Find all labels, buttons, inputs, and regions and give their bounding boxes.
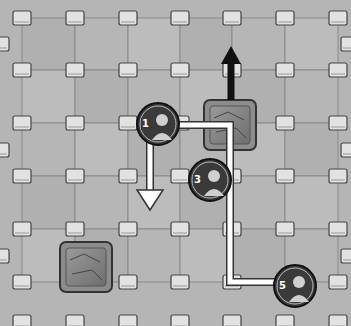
floor-tile (128, 229, 180, 282)
black-move-arrow (221, 46, 241, 100)
grid-peg (119, 63, 137, 77)
grid-peg (119, 11, 137, 25)
grid-peg (13, 169, 31, 183)
grid-peg (66, 63, 84, 77)
player-token: 3 (188, 158, 232, 202)
grid-peg (329, 169, 347, 183)
grid-peg (13, 11, 31, 25)
grid-peg (66, 11, 84, 25)
grid-peg (276, 63, 294, 77)
floor-tile (75, 70, 128, 123)
grid-peg (119, 116, 137, 130)
grid-pegs (0, 11, 351, 326)
grid-peg (13, 222, 31, 236)
grid-peg (119, 315, 137, 326)
floor-tile (22, 176, 75, 229)
grid-peg (119, 222, 137, 236)
floor-tile (285, 176, 338, 229)
floor-tile (22, 123, 75, 176)
floor-tile (75, 123, 128, 176)
grid-peg (171, 169, 189, 183)
grid-peg (341, 37, 351, 51)
grid-peg (0, 37, 9, 51)
floor-tile (285, 70, 338, 123)
grid-peg (0, 249, 9, 263)
token-number: 1 (141, 118, 150, 130)
grid-peg (329, 275, 347, 289)
grid-peg (171, 315, 189, 326)
grid-peg (119, 275, 137, 289)
floor-tile (128, 18, 180, 70)
grid-peg (223, 11, 241, 25)
grid-peg (66, 222, 84, 236)
grid-peg (13, 315, 31, 326)
player-token: 5 (273, 264, 317, 308)
player-token: 1 (136, 102, 180, 146)
stone-block (60, 242, 112, 292)
floor-tile (180, 229, 232, 282)
grid-peg (66, 116, 84, 130)
grid-peg (171, 222, 189, 236)
grid-peg (276, 116, 294, 130)
grid-peg (329, 11, 347, 25)
token-number: 5 (278, 280, 287, 292)
grid-peg (66, 315, 84, 326)
grid-peg (13, 116, 31, 130)
grid-peg (171, 275, 189, 289)
token-number: 3 (193, 174, 202, 186)
grid-peg (171, 63, 189, 77)
floor-tile (75, 18, 128, 70)
grid-peg (329, 63, 347, 77)
grid-peg (276, 315, 294, 326)
floor-tile (285, 18, 338, 70)
grid-peg (329, 116, 347, 130)
grid-peg (119, 169, 137, 183)
grid-peg (0, 143, 9, 157)
grid-peg (341, 143, 351, 157)
grid-peg (66, 169, 84, 183)
white-move-path (137, 125, 290, 282)
floor-tile (22, 70, 75, 123)
grid-peg (13, 275, 31, 289)
grid-peg (171, 11, 189, 25)
grid-peg (276, 169, 294, 183)
grid-peg (329, 315, 347, 326)
floor-tile (22, 18, 75, 70)
grid-peg (276, 11, 294, 25)
grid-peg (223, 315, 241, 326)
floor-tile (285, 123, 338, 176)
floor-tile (232, 176, 285, 229)
grid-peg (276, 222, 294, 236)
grid-peg (13, 63, 31, 77)
grid-peg (329, 222, 347, 236)
floor-tile (75, 176, 128, 229)
grid-peg (341, 249, 351, 263)
